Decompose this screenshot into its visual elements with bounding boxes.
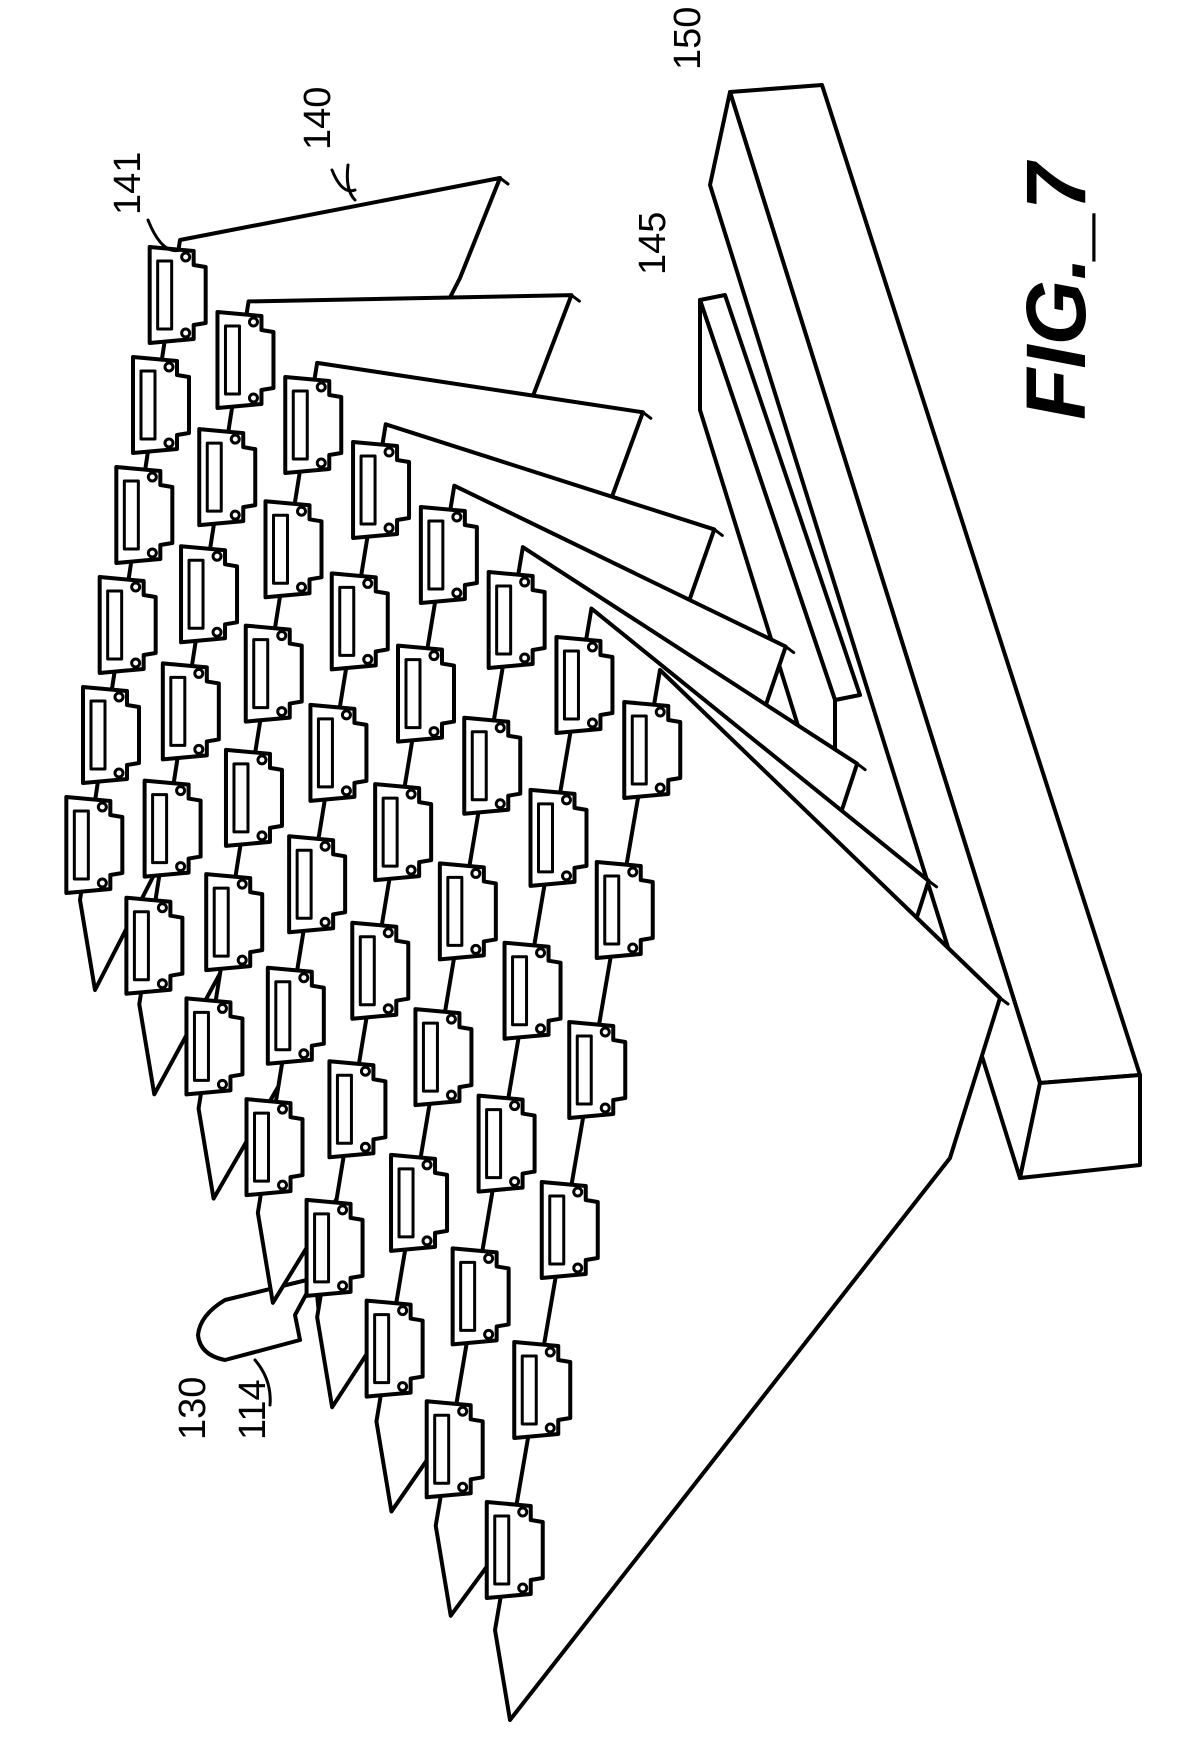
connector-3-1: [283, 375, 344, 475]
connector-1-2: [131, 355, 191, 455]
connector-3-3: [243, 623, 304, 724]
connector-5-6: [304, 1197, 365, 1298]
connector-8-4: [539, 1180, 600, 1280]
reference-numerals: 130 114 141 140 145 150: [107, 7, 709, 1440]
connector-4-5: [265, 965, 326, 1066]
connector-2-6: [124, 895, 185, 996]
base-bar-150: [708, 83, 1142, 1180]
connector-4-6: [244, 1097, 305, 1198]
connector-2-5: [142, 778, 203, 879]
connector-7-2: [528, 787, 589, 888]
connector-1-3: [114, 465, 175, 565]
ref-145: 145: [632, 212, 674, 275]
figure-caption: FIG._7: [1009, 160, 1103, 420]
connector-6-6: [364, 1298, 425, 1399]
connector-6-2: [462, 715, 523, 816]
connector-8-1: [622, 700, 683, 800]
connector-2-3: [179, 544, 240, 645]
board-8: [484, 668, 1010, 1722]
connector-5-5: [327, 1059, 388, 1160]
connector-7-6: [424, 1399, 485, 1500]
connector-3-4: [223, 747, 284, 848]
connector-7-3: [502, 940, 563, 1041]
connector-5-1: [418, 505, 479, 605]
ref-114: 114: [232, 1379, 274, 1440]
connector-4-4: [287, 834, 348, 935]
leader-lines: [146, 163, 357, 1407]
ref-140: 140: [297, 87, 339, 150]
connector-3-2: [263, 499, 324, 600]
connector-7-1: [554, 635, 615, 735]
connector-5-2: [396, 643, 456, 744]
connector-1-5: [81, 685, 141, 785]
connector-2-4: [160, 661, 221, 762]
module-130: [196, 1276, 322, 1362]
connector-4-3: [308, 702, 369, 803]
connector-2-2: [197, 427, 258, 528]
connector-4-1: [351, 440, 412, 540]
ref-130: 130: [172, 1377, 214, 1440]
connector-8-5: [512, 1340, 573, 1440]
connector-7-5: [450, 1246, 511, 1347]
connector-2-1: [215, 310, 276, 410]
connector-7-4: [476, 1093, 537, 1194]
connector-8-6: [484, 1500, 545, 1600]
connector-8-2: [594, 860, 655, 960]
connector-1-1: [147, 245, 208, 345]
connector-6-3: [437, 861, 498, 962]
connector-6-1: [486, 570, 547, 670]
connector-5-3: [373, 782, 434, 883]
connector-3-6: [184, 996, 245, 1097]
connector-4-2: [329, 571, 390, 672]
connector-5-4: [350, 920, 411, 1021]
connector-6-4: [413, 1007, 474, 1108]
ref-141: 141: [107, 152, 149, 215]
ref-150: 150: [667, 7, 709, 70]
connector-1-4: [97, 575, 158, 675]
connector-8-3: [567, 1020, 628, 1120]
connector-1-6: [64, 795, 125, 895]
connector-3-5: [204, 872, 265, 973]
board-stack: [64, 176, 1010, 1722]
connector-6-5: [389, 1152, 450, 1253]
